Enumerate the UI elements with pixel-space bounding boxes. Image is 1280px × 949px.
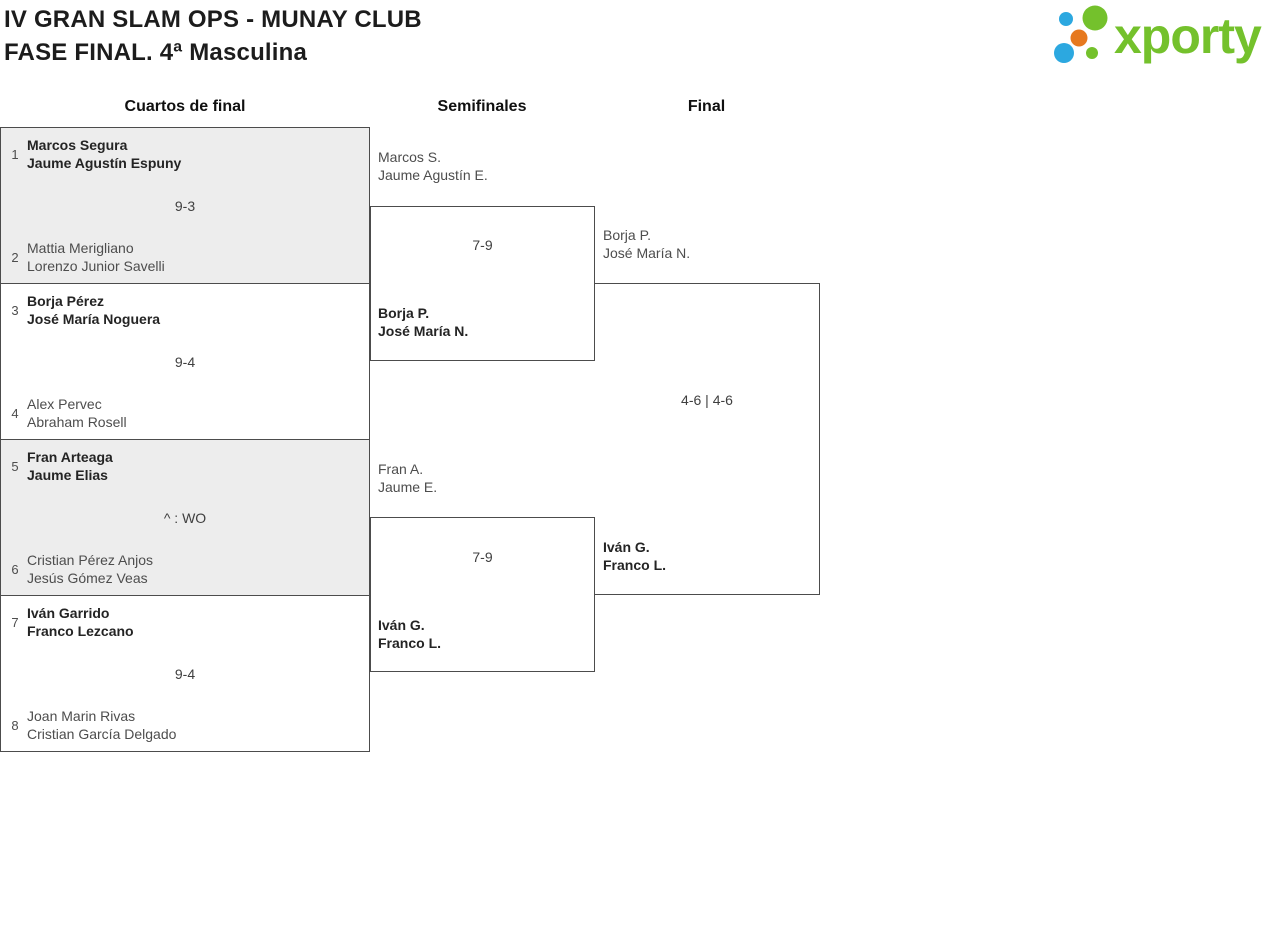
team-names: Alex Pervec Abraham Rosell xyxy=(27,395,127,431)
seed-number: 3 xyxy=(11,302,19,318)
sf1-team-top: Marcos S. Jaume Agustín E. xyxy=(378,148,488,184)
seed-number: 4 xyxy=(11,405,19,421)
player-name: Jaume E. xyxy=(378,479,438,495)
player-name: Borja P. xyxy=(603,227,651,243)
match-score: ^ : WO xyxy=(163,509,207,526)
team-names: Fran Arteaga Jaume Elias xyxy=(27,448,113,484)
player-name: Fran A. xyxy=(378,461,424,477)
player-name: Iván G. xyxy=(378,617,425,633)
qf3-team-top: 5 Fran Arteaga Jaume Elias xyxy=(1,448,369,484)
player-name: Cristian Pérez Anjos xyxy=(27,552,154,568)
qf1-team-top: 1 Marcos Segura Jaume Agustín Espuny xyxy=(1,136,369,172)
qf-match-2: 3 Borja Pérez José María Noguera 9-4 4 A… xyxy=(0,283,370,440)
final-team-top: Borja P. José María N. xyxy=(603,226,690,262)
player-name: José María N. xyxy=(378,323,469,339)
round-header-cuartos: Cuartos de final xyxy=(124,98,246,115)
round-header-semifinales: Semifinales xyxy=(437,98,527,115)
qf-match-1: 1 Marcos Segura Jaume Agustín Espuny 9-3… xyxy=(0,127,370,284)
seed-number: 6 xyxy=(11,561,19,577)
player-name: Franco Lezcano xyxy=(27,623,134,639)
qf-match-3: 5 Fran Arteaga Jaume Elias ^ : WO 6 Cris… xyxy=(0,439,370,596)
player-name: Jesús Gómez Veas xyxy=(27,570,148,586)
qf1-team-bottom: 2 Mattia Merigliano Lorenzo Junior Savel… xyxy=(1,239,369,275)
qf4-team-bottom: 8 Joan Marin Rivas Cristian García Delga… xyxy=(1,707,369,743)
player-name: Marcos S. xyxy=(378,149,442,165)
qf-match-4: 7 Iván Garrido Franco Lezcano 9-4 8 Joan… xyxy=(0,595,370,752)
player-name: Franco L. xyxy=(378,635,442,651)
sf1-team-bottom: Borja P. José María N. xyxy=(378,304,468,340)
seed-number: 8 xyxy=(11,717,19,733)
player-name: Iván G. xyxy=(603,539,650,555)
seed-number: 5 xyxy=(11,458,19,474)
sf2-team-top: Fran A. Jaume E. xyxy=(378,460,437,496)
match-score: 9-4 xyxy=(174,353,196,370)
qf2-team-bottom: 4 Alex Pervec Abraham Rosell xyxy=(1,395,369,431)
final-team-bottom: Iván G. Franco L. xyxy=(603,538,666,574)
player-name: Borja P. xyxy=(378,305,430,321)
player-name: Mattia Merigliano xyxy=(27,240,134,256)
match-score: 9-3 xyxy=(174,197,196,214)
team-names: Marcos Segura Jaume Agustín Espuny xyxy=(27,136,181,172)
xporty-dots-icon xyxy=(1054,5,1108,63)
player-name: Cristian García Delgado xyxy=(27,726,177,742)
seed-number: 2 xyxy=(11,249,19,265)
tournament-name: IV GRAN SLAM OPS - MUNAY CLUB xyxy=(4,6,422,33)
team-names: Iván Garrido Franco Lezcano xyxy=(27,604,134,640)
seed-number: 7 xyxy=(11,614,19,630)
final-score: 4-6 | 4-6 xyxy=(681,392,733,408)
player-name: Lorenzo Junior Savelli xyxy=(27,258,165,274)
xporty-logo[interactable]: xporty xyxy=(1048,2,1262,68)
team-names: Cristian Pérez Anjos Jesús Gómez Veas xyxy=(27,551,153,587)
player-name: Jaume Agustín Espuny xyxy=(27,155,182,171)
round-header-final: Final xyxy=(687,98,726,115)
player-name: Jaume Elias xyxy=(27,467,108,483)
qf2-team-top: 3 Borja Pérez José María Noguera xyxy=(1,292,369,328)
player-name: Joan Marin Rivas xyxy=(27,708,136,724)
match-score: 9-4 xyxy=(174,665,196,682)
sf1-score: 7-9 xyxy=(472,237,493,253)
qf4-team-top: 7 Iván Garrido Franco Lezcano xyxy=(1,604,369,640)
page-title: IV GRAN SLAM OPS - MUNAY CLUB FASE FINAL… xyxy=(4,3,422,69)
seed-number: 1 xyxy=(11,146,19,162)
player-name: Alex Pervec xyxy=(27,396,102,412)
player-name: José María N. xyxy=(603,245,691,261)
qf3-team-bottom: 6 Cristian Pérez Anjos Jesús Gómez Veas xyxy=(1,551,369,587)
player-name: José María Noguera xyxy=(27,311,161,327)
player-name: Borja Pérez xyxy=(27,293,105,309)
sf2-team-bottom: Iván G. Franco L. xyxy=(378,616,441,652)
final-match-box xyxy=(594,283,820,595)
player-name: Jaume Agustín E. xyxy=(378,167,488,183)
player-name: Abraham Rosell xyxy=(27,414,127,430)
player-name: Fran Arteaga xyxy=(27,449,113,465)
player-name: Iván Garrido xyxy=(27,605,110,621)
team-names: Borja Pérez José María Noguera xyxy=(27,292,160,328)
player-name: Franco L. xyxy=(603,557,667,573)
xporty-logo-text: xporty xyxy=(1114,8,1262,64)
sf2-score: 7-9 xyxy=(472,549,493,565)
team-names: Mattia Merigliano Lorenzo Junior Savelli xyxy=(27,239,165,275)
phase-category: FASE FINAL. 4ª Masculina xyxy=(4,39,308,66)
player-name: Marcos Segura xyxy=(27,137,128,153)
team-names: Joan Marin Rivas Cristian García Delgado xyxy=(27,707,176,743)
